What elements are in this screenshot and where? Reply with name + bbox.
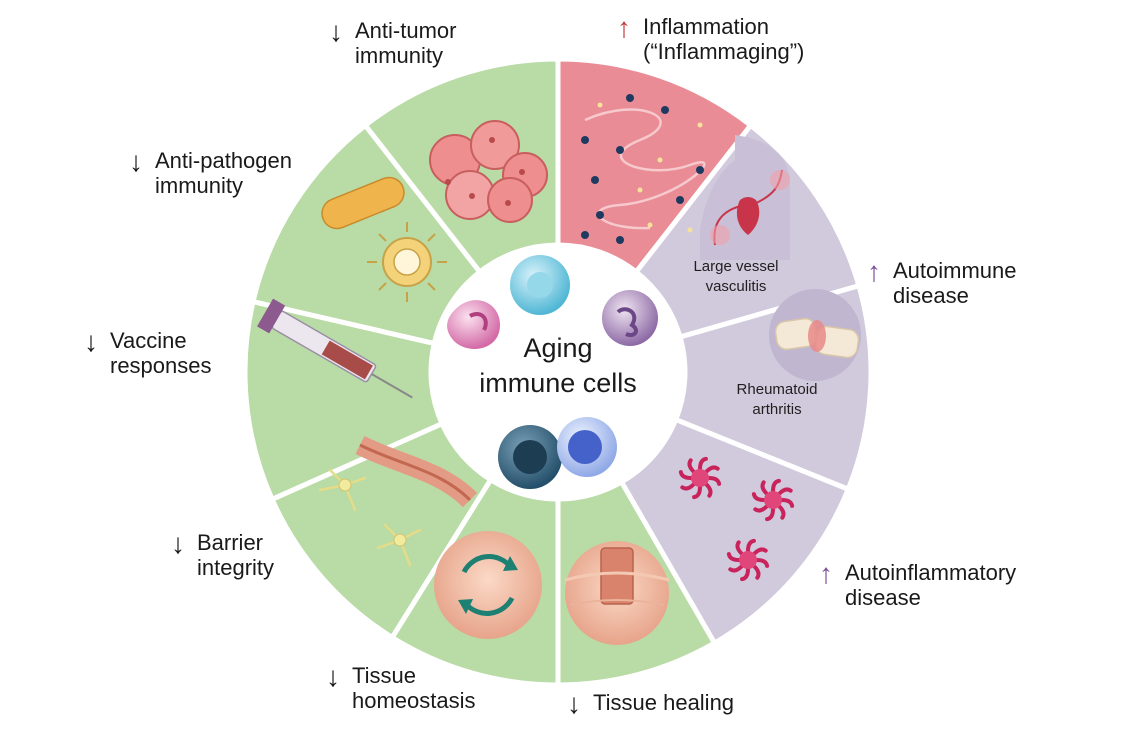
syringe-illustration	[257, 298, 413, 399]
inflammasome-icon	[726, 538, 770, 582]
cytokine-dot	[696, 166, 704, 174]
cytokine-dot	[597, 102, 603, 108]
down-arrow-icon: ↓	[326, 661, 340, 692]
label-tissue-healing: ↓ Tissue healing	[567, 688, 735, 719]
cytokine-dot	[697, 122, 703, 128]
down-arrow-icon: ↓	[129, 146, 143, 177]
label-vaccine: ↓ Vaccine responses	[84, 326, 212, 379]
cytokine-dot	[647, 222, 653, 228]
cytokine-dot	[676, 196, 684, 204]
label-autoinflammatory: ↑ Autoinflammatory disease	[819, 558, 1017, 611]
label-autoimmune: ↑ Autoimmune disease	[867, 256, 1017, 309]
center-label-line1: Aging	[523, 333, 592, 363]
pathogen-illustration	[321, 176, 447, 302]
cytokine-dot	[596, 211, 604, 219]
up-arrow-icon: ↑	[819, 558, 833, 589]
label-tissue-homeostasis: ↓ Tissue homeostasis	[326, 661, 476, 714]
down-arrow-icon: ↓	[567, 688, 581, 719]
arthritis-label-line2: arthritis	[752, 401, 801, 418]
cytokine-dot	[637, 187, 643, 193]
label-barrier: ↓ Barrier integrity	[171, 528, 275, 581]
cytokine-dot	[616, 146, 624, 154]
immune-cells-illustration	[447, 255, 658, 489]
cytokine-dot	[581, 231, 589, 239]
autoinflammation-illustration	[678, 456, 795, 582]
arthritis-label-line1: Rheumatoid	[737, 381, 818, 398]
down-arrow-icon: ↓	[329, 16, 343, 47]
wound-healing-illustration	[564, 541, 670, 645]
cytokine-dot	[687, 227, 693, 233]
barrier-illustration	[318, 436, 478, 567]
cytokine-dot	[661, 106, 669, 114]
up-arrow-icon: ↑	[867, 256, 881, 287]
tissue-homeostasis-illustration	[434, 531, 542, 639]
cytokine-dot	[581, 136, 589, 144]
tumor-cells-illustration	[429, 120, 548, 223]
center-label-line2: immune cells	[479, 368, 637, 398]
inflammasome-icon	[751, 478, 795, 522]
vasculitis-label-line2: vasculitis	[706, 278, 767, 295]
vasculitis-illustration	[700, 135, 790, 260]
label-anti-pathogen: ↓ Anti-pathogen immunity	[129, 146, 292, 199]
vasculitis-label-line1: Large vessel	[693, 258, 778, 275]
down-arrow-icon: ↓	[171, 528, 185, 559]
label-inflammation: ↑ Inflammation (“Inflammaging”)	[617, 12, 805, 65]
label-anti-tumor: ↓ Anti-tumor immunity	[329, 16, 457, 69]
cytokine-dot	[657, 157, 663, 163]
down-arrow-icon: ↓	[84, 326, 98, 357]
up-arrow-icon: ↑	[617, 12, 631, 43]
inflammation-illustration	[581, 94, 706, 244]
cytokine-dot	[591, 176, 599, 184]
inflammasome-icon	[678, 456, 722, 500]
cytokine-dot	[626, 94, 634, 102]
arthritis-illustration	[769, 289, 861, 381]
cytokine-dot	[616, 236, 624, 244]
